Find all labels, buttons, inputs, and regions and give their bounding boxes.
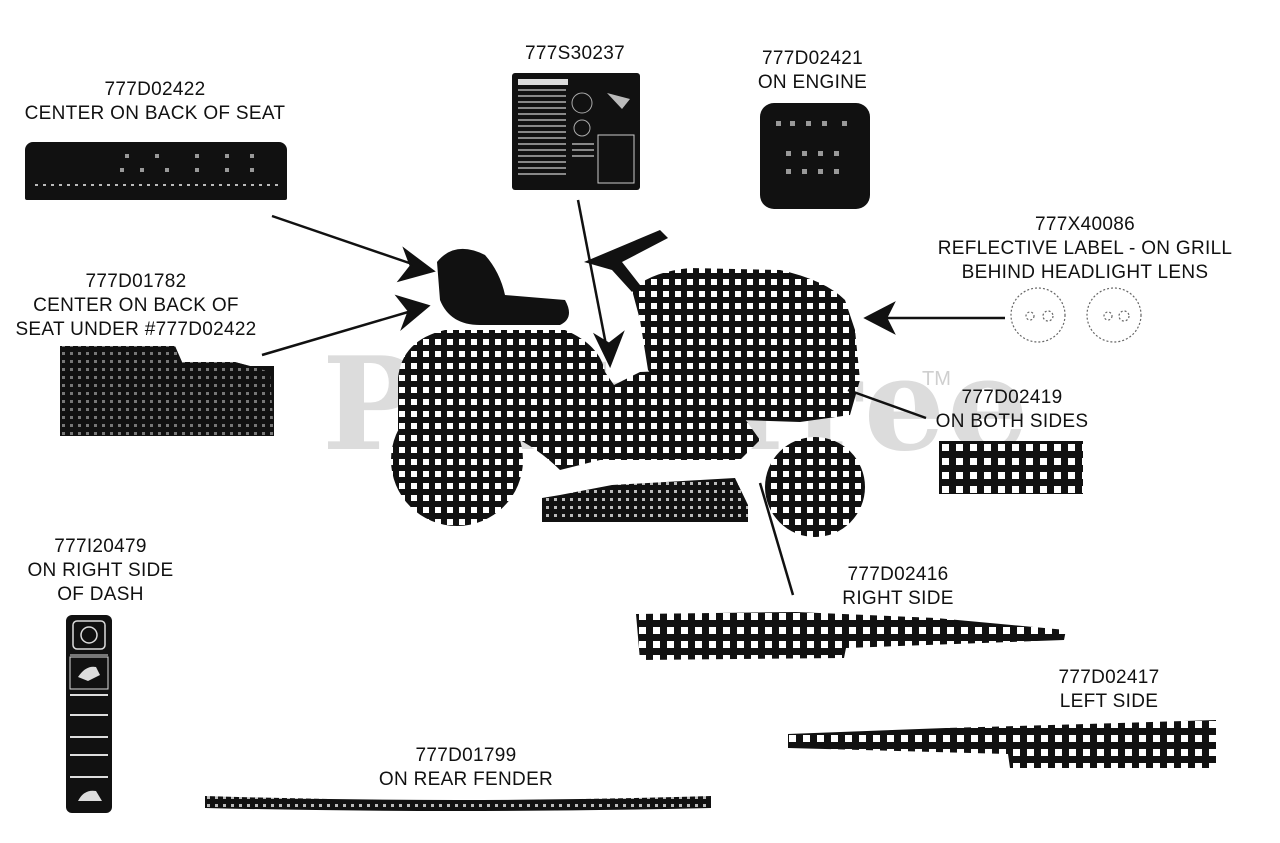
- part-number: 777I20479: [54, 536, 147, 557]
- tractor-illustration: [391, 230, 865, 537]
- decal-rear-fender: [205, 794, 711, 814]
- part-number: 777X40086: [1035, 214, 1135, 235]
- label-text: REFLECTIVE LABEL - ON GRILL: [937, 238, 1233, 259]
- label-both-sides: 777D02419 ON BOTH SIDES: [928, 386, 1096, 434]
- part-number: 777D02422: [104, 79, 206, 100]
- label-warning: 777S30237: [500, 42, 650, 66]
- label-text: OF DASH: [57, 584, 144, 605]
- label-seat-under: 777D01782 CENTER ON BACK OF SEAT UNDER #…: [0, 270, 272, 342]
- decal-warning: [512, 73, 640, 190]
- decal-both-sides: [939, 441, 1083, 494]
- label-engine: 777D02421 ON ENGINE: [740, 47, 885, 95]
- decal-dash: [66, 615, 112, 813]
- decal-right-side: [636, 610, 1068, 662]
- label-text: CENTER ON BACK OF SEAT: [24, 103, 286, 124]
- label-dash: 777I20479 ON RIGHT SIDE OF DASH: [18, 535, 183, 607]
- decal-seat-back: [25, 142, 287, 200]
- label-text: LEFT SIDE: [1059, 691, 1159, 712]
- label-text: RIGHT SIDE: [842, 588, 954, 609]
- label-text: SEAT UNDER #777D02422: [15, 319, 257, 340]
- label-text: ON REAR FENDER: [378, 769, 554, 790]
- label-text: BEHIND HEADLIGHT LENS: [961, 262, 1209, 283]
- label-reflective: 777X40086 REFLECTIVE LABEL - ON GRILL BE…: [920, 213, 1250, 285]
- pointer-arrows: [261, 199, 1005, 596]
- part-number: 777S30237: [525, 43, 625, 64]
- part-number: 777D01782: [85, 271, 187, 292]
- decal-seat-under: [60, 342, 274, 436]
- label-rear-fender: 777D01799 ON REAR FENDER: [360, 744, 572, 792]
- decal-engine: [760, 103, 870, 209]
- label-text: CENTER ON BACK OF: [33, 295, 239, 316]
- part-number: 777D02421: [762, 48, 863, 69]
- label-right-side: 777D02416 RIGHT SIDE: [830, 563, 966, 611]
- reflective-lens-icons: [1010, 287, 1142, 343]
- part-number: 777D02417: [1058, 667, 1160, 688]
- label-text: ON RIGHT SIDE: [27, 560, 174, 581]
- part-number: 777D02419: [961, 387, 1063, 408]
- decal-left-side: [786, 718, 1218, 772]
- part-number: 777D02416: [847, 564, 949, 585]
- label-text: ON BOTH SIDES: [935, 411, 1089, 432]
- part-number: 777D01799: [415, 745, 517, 766]
- label-text: ON ENGINE: [757, 72, 868, 93]
- label-left-side: 777D02417 LEFT SIDE: [1040, 666, 1178, 714]
- watermark-trademark: TM: [922, 368, 951, 390]
- label-seat-back: 777D02422 CENTER ON BACK OF SEAT: [10, 78, 300, 126]
